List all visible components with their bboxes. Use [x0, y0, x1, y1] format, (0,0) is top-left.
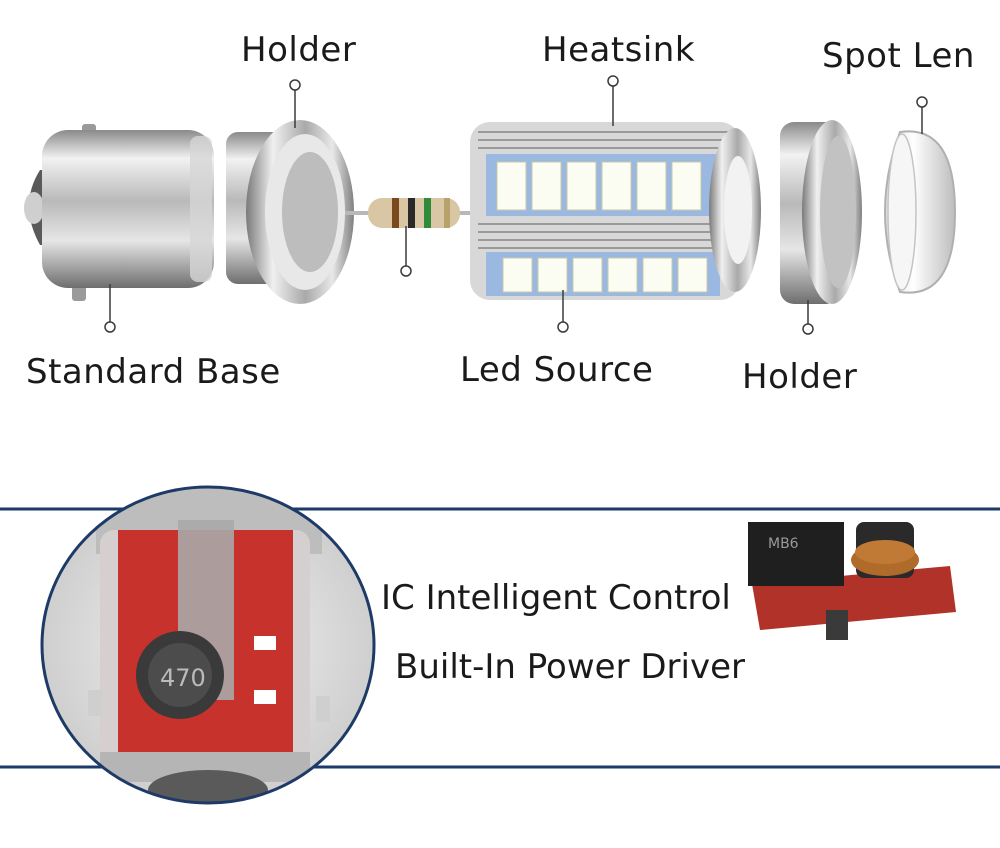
label-holder-left: Holder — [241, 30, 357, 70]
label-holder-right: Holder — [742, 357, 858, 397]
inductor-marking: 470 — [160, 664, 206, 692]
standard-base-part — [24, 124, 214, 301]
label-heatsink: Heatsink — [542, 30, 696, 70]
holder-right-part — [780, 120, 862, 304]
heatsink-led-part — [470, 122, 761, 300]
holder-left-part — [226, 120, 354, 304]
label-led-source: Led Source — [460, 350, 654, 390]
feature-ic-control: IC Intelligent Control — [381, 578, 731, 618]
driver-board: MB6 — [748, 522, 956, 640]
inset-circle: 470 — [40, 485, 376, 805]
label-standard-base: Standard Base — [26, 352, 281, 392]
leader-lines — [104, 75, 928, 335]
feature-power-driver: Built-In Power Driver — [395, 647, 745, 687]
spot-lens-part — [884, 130, 957, 294]
resistor-part — [345, 198, 480, 228]
chip-marking: MB6 — [768, 536, 799, 552]
label-spot-len: Spot Len — [822, 36, 975, 76]
